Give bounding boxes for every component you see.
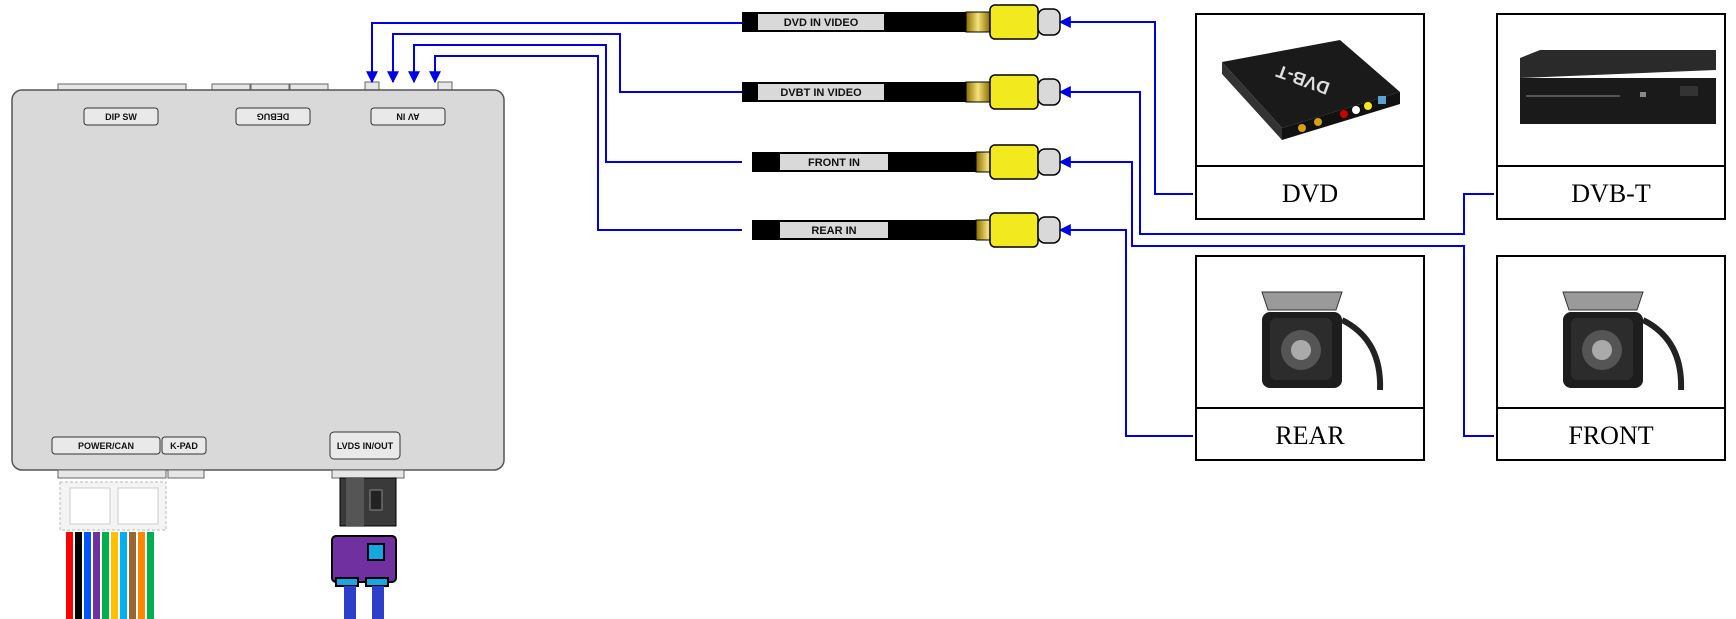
- debug-port: DEBUG: [235, 107, 311, 126]
- device-label: REAR: [1275, 421, 1345, 450]
- camera-icon: [1261, 291, 1384, 391]
- dip-sw-port: DIP SW: [83, 107, 159, 126]
- cable-front-in: FRONT IN: [752, 144, 1061, 180]
- cable-label: DVBT IN VIDEO: [780, 87, 862, 99]
- cable-label: DVD IN VIDEO: [784, 17, 859, 29]
- harness-wire: [66, 532, 73, 619]
- dip-sw-label: DIP SW: [105, 112, 137, 122]
- cable-label: FRONT IN: [808, 157, 860, 169]
- power-can-label: POWER/CAN: [78, 441, 134, 451]
- device-label: DVD: [1282, 179, 1338, 208]
- cable-label: REAR IN: [811, 225, 856, 237]
- harness-wire: [111, 532, 118, 619]
- cable-dvd-in-video: DVD IN VIDEO: [742, 4, 1061, 40]
- device-dvd: DVB-T DVD: [1195, 13, 1425, 220]
- lvds-port: LVDS IN/OUT: [329, 431, 401, 460]
- power-harness: [59, 481, 167, 619]
- harness-wires: [66, 532, 154, 619]
- harness-wire: [138, 532, 145, 619]
- debug-label: DEBUG: [257, 112, 290, 122]
- cable-rear-in: REAR IN: [752, 212, 1061, 248]
- harness-wire: [120, 532, 127, 619]
- harness-wire: [93, 532, 100, 619]
- interface-box: [11, 81, 505, 479]
- device-dvb-t: DVB-T: [1496, 13, 1726, 220]
- harness-wire: [84, 532, 91, 619]
- harness-wire: [147, 532, 154, 619]
- av-in-port: AV IN: [370, 107, 446, 126]
- k-pad-port: K-PAD: [161, 436, 207, 455]
- harness-wire: [102, 532, 109, 619]
- dvb-t-receiver-icon: DVB-T: [1222, 40, 1400, 140]
- k-pad-label: K-PAD: [170, 441, 198, 451]
- av-in-label: AV IN: [396, 112, 419, 122]
- dvd-player-icon: [1520, 50, 1716, 124]
- power-can-port: POWER/CAN: [51, 436, 161, 455]
- camera-icon: [1562, 291, 1685, 391]
- device-label: FRONT: [1568, 421, 1653, 450]
- lvds-connector: [331, 477, 397, 619]
- harness-wire: [129, 532, 136, 619]
- lvds-label: LVDS IN/OUT: [337, 441, 394, 451]
- signal-wires: [366, 16, 1494, 437]
- harness-wire: [75, 532, 82, 619]
- cable-dvbt-in-video: DVBT IN VIDEO: [742, 74, 1061, 110]
- device-rear: REAR: [1195, 255, 1425, 461]
- device-label: DVB-T: [1571, 179, 1651, 208]
- device-front: FRONT: [1496, 255, 1726, 461]
